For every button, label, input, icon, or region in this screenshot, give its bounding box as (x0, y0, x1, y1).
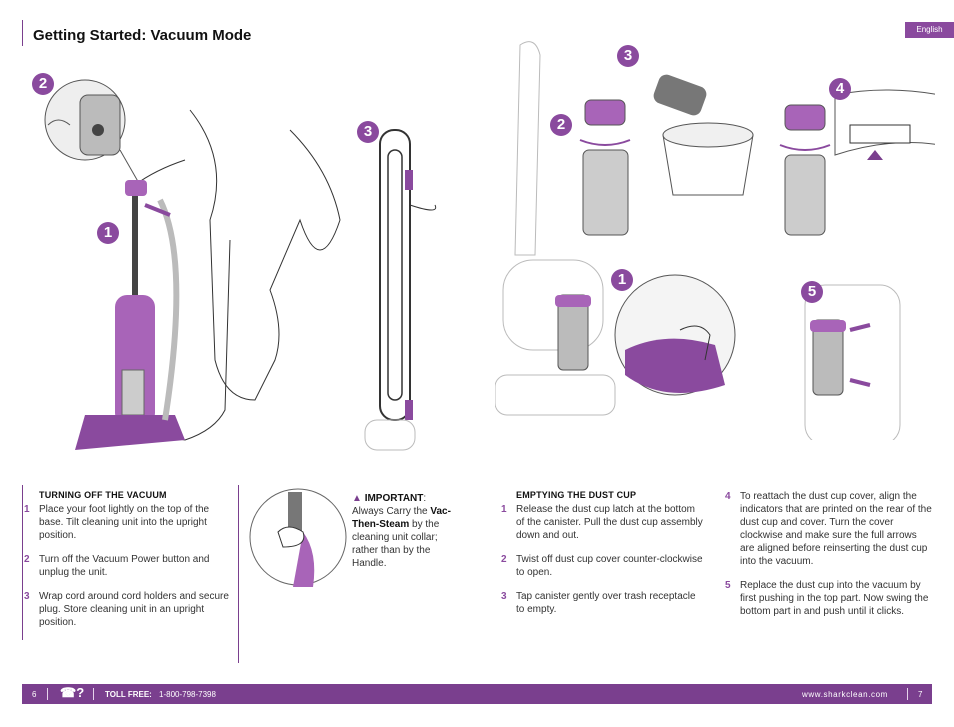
warning-icon: ▲ (352, 493, 362, 504)
page-number-right: 7 (918, 690, 923, 699)
important-highlight: Vac-Then-Steam (352, 506, 451, 530)
footer-bar: 6 ☎? TOLL FREE: 1-800-798-7398 www.shark… (22, 684, 932, 704)
section-rule (22, 485, 23, 640)
section-rule (238, 485, 239, 663)
figure-badge: 3 (357, 121, 379, 143)
figure-badge: 2 (32, 73, 54, 95)
footer-divider (907, 688, 908, 700)
page-title: Getting Started: Vacuum Mode (33, 27, 252, 44)
figure-badge: 2 (550, 114, 572, 136)
footer-divider (93, 688, 94, 700)
figure-badge: 3 (617, 45, 639, 67)
figure-badge: 1 (611, 269, 633, 291)
important-note: ▲ IMPORTANT: Always Carry the Vac-Then-S… (352, 493, 451, 569)
figure-badge: 5 (801, 281, 823, 303)
toll-free-number[interactable]: 1-800-798-7398 (159, 690, 216, 699)
language-badge: English (905, 22, 954, 38)
vacuum-mode-illustration (44, 79, 437, 451)
emptying-heading: EMPTYING THE DUST CUP (516, 490, 637, 500)
page-number-left: 6 (32, 690, 37, 699)
toll-free-label: TOLL FREE: (105, 690, 152, 699)
turning-off-heading: TURNING OFF THE VACUUM (39, 490, 167, 500)
header-rule (22, 20, 23, 46)
dust-cup-illustration (495, 41, 935, 440)
figure-badge: 4 (829, 78, 851, 100)
carry-handle-illustration (249, 488, 347, 587)
footer-divider (47, 688, 48, 700)
website-link[interactable]: www.sharkclean.com (802, 690, 888, 699)
figure-badge: 1 (97, 222, 119, 244)
important-label: IMPORTANT (364, 493, 424, 504)
phone-icon: ☎? (60, 685, 85, 700)
